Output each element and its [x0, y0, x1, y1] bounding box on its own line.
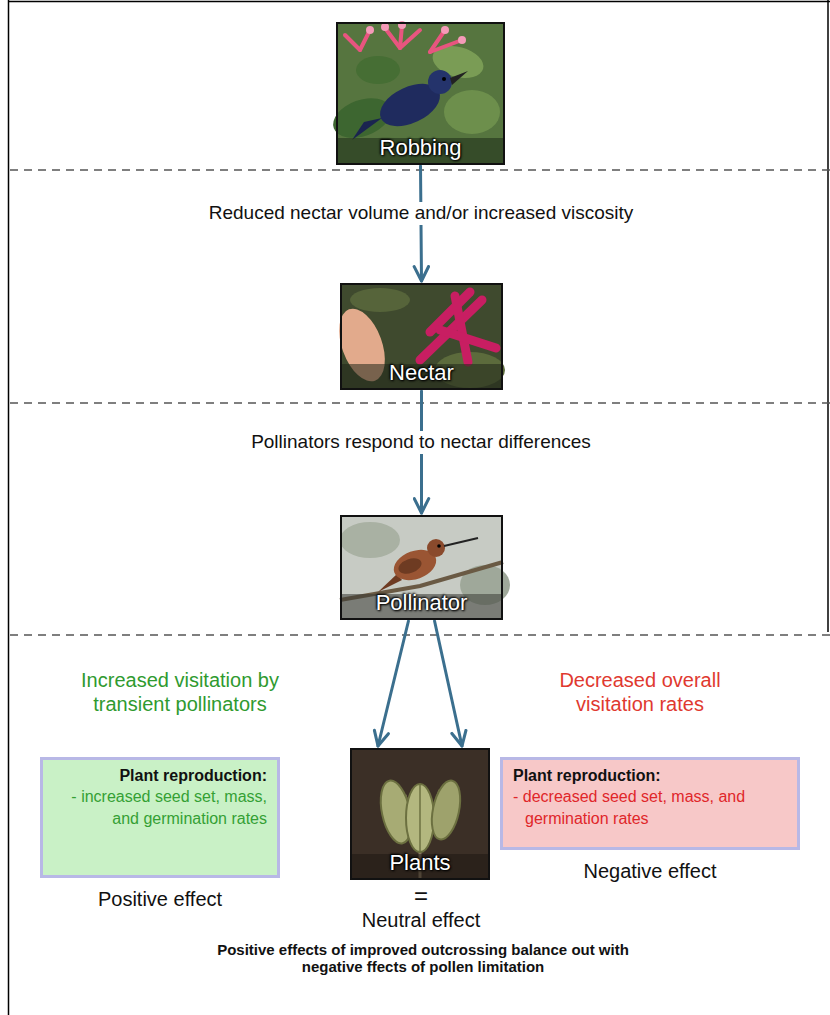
plants-photo-box: Plants	[350, 748, 490, 880]
result-label: Neutral effect	[301, 909, 541, 932]
arrow-label: Decreased overall visitation rates	[520, 668, 760, 716]
box-heading: Plant reproduction:	[53, 766, 267, 786]
box-body: - decreased seed set, mass, and germinat…	[513, 786, 757, 829]
flow-arrow	[378, 621, 408, 746]
plants-photo	[350, 748, 490, 880]
panel-label: Robbing	[380, 135, 462, 160]
pollinator-photo	[340, 515, 510, 620]
negative-effect-box: Plant reproduction:- decreased seed set,…	[500, 757, 800, 883]
panel-label: Pollinator	[376, 590, 468, 615]
box-body: - increased seed set, mass, and germinat…	[53, 786, 267, 829]
arrow-label: Reduced nectar volume and/or increased v…	[205, 202, 638, 225]
arrow-label: Pollinators respond to nectar difference…	[247, 431, 595, 454]
equals-sign: =	[391, 882, 451, 910]
flow-arrow	[435, 621, 462, 746]
nectar-photo-box: Nectar	[340, 283, 503, 390]
pollinator-photo-box: Pollinator	[340, 515, 503, 620]
robbing-photo	[328, 21, 505, 165]
robbing-photo-box: Robbing	[336, 22, 505, 165]
effect-box-outline: Plant reproduction:- decreased seed set,…	[500, 757, 800, 850]
box-heading: Plant reproduction:	[513, 766, 787, 786]
effect-caption: Negative effect	[500, 859, 800, 883]
arrow-label: Increased visitation by transient pollin…	[40, 668, 320, 716]
effect-box-outline: Plant reproduction:- increased seed set,…	[40, 757, 280, 878]
positive-effect-box: Plant reproduction:- increased seed set,…	[40, 757, 280, 911]
nectar-photo	[330, 283, 505, 390]
summary-note: Positive effects of improved outcrossing…	[188, 941, 658, 976]
panel-label: Plants	[389, 850, 450, 875]
figure-frame	[8, 0, 830, 1015]
effect-caption: Positive effect	[40, 887, 280, 911]
panel-label: Nectar	[389, 360, 454, 385]
